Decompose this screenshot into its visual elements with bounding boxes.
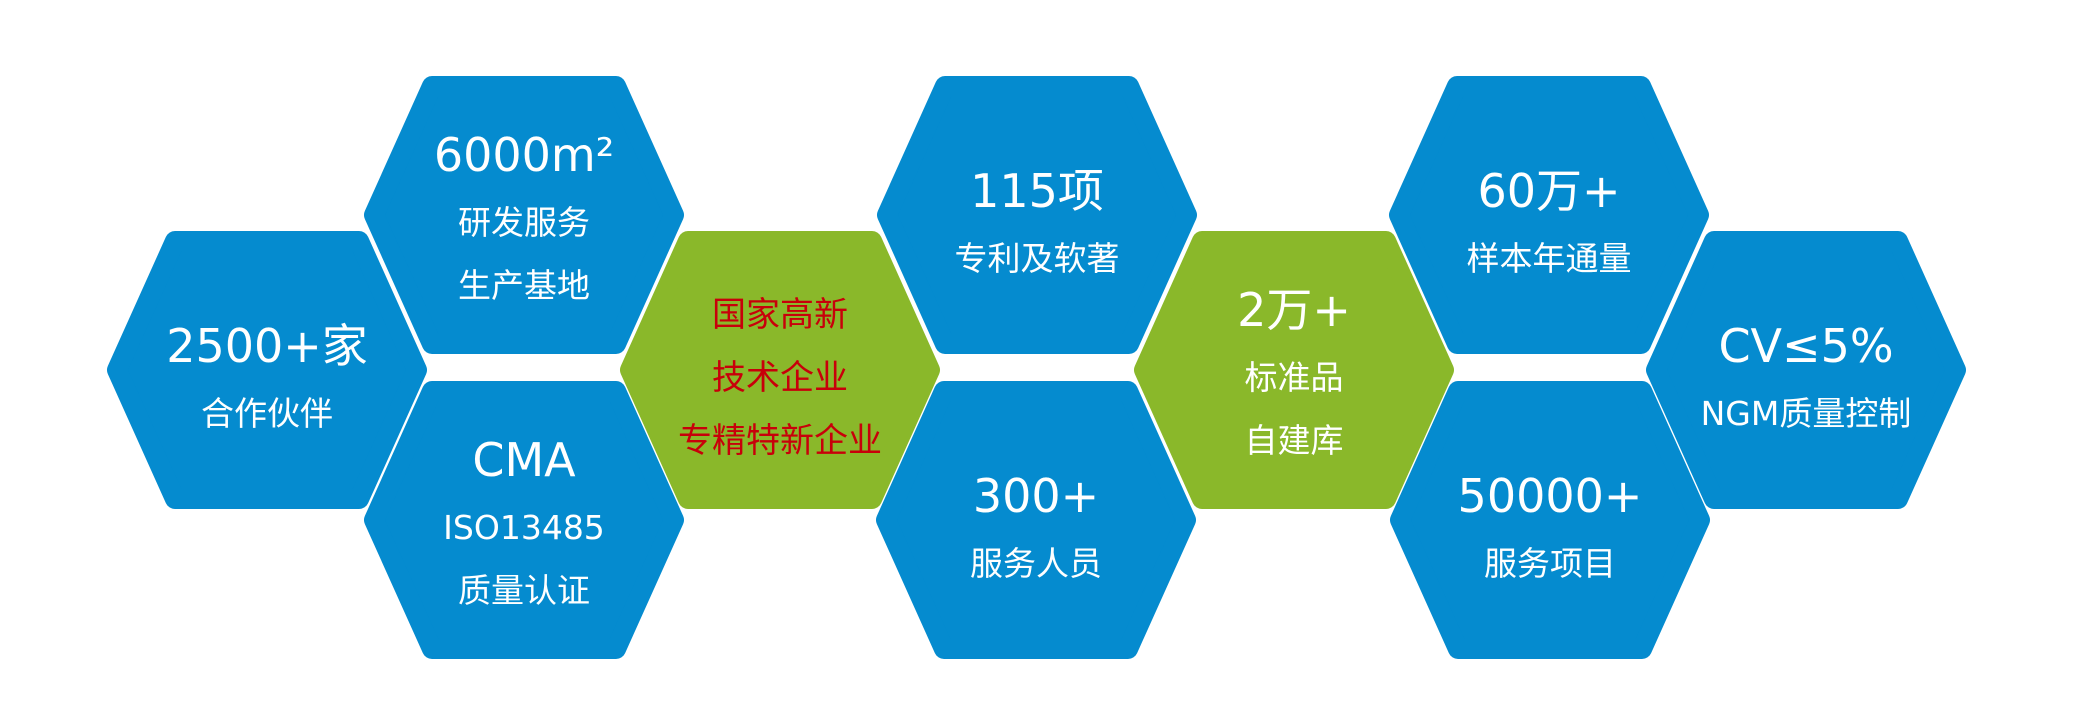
hexagon-label: 服务项目 (1484, 544, 1616, 583)
hexagon-staff: 300+ 服务人员 (876, 381, 1196, 659)
hexagon-value: CMA (472, 433, 576, 487)
hexagon-label: 专利及软著 (955, 239, 1120, 278)
hexagon-value: 50000+ (1458, 469, 1643, 523)
hexagon-label: 研发服务 (458, 203, 590, 242)
hexagon-shape (1646, 231, 1966, 509)
hexagon-label: 质量认证 (458, 571, 590, 610)
hexagon-shape (107, 231, 427, 509)
hexagon-shape (1390, 381, 1710, 659)
hexagon-value: 300+ (973, 469, 1099, 523)
hexagon-sample-throughput: 60万+ 样本年通量 (1389, 76, 1709, 354)
hexagon-shape (620, 231, 940, 509)
hexagon-shape (364, 381, 684, 659)
hexagon-value: 2500+家 (166, 319, 368, 373)
hexagon-label: 技术企业 (712, 358, 848, 398)
hexagon-value: CV≤5% (1718, 319, 1893, 373)
hexagon-shape (364, 76, 684, 354)
hexagon-shape (1134, 231, 1454, 509)
hexagon-label: 服务人员 (970, 544, 1102, 583)
hexagon-quality-control: CV≤5% NGM质量控制 (1646, 231, 1966, 509)
hexagon-label: 合作伙伴 (201, 394, 333, 433)
hexagon-label: 生产基地 (458, 266, 590, 305)
hexagon-certification: CMA ISO13485 质量认证 (364, 381, 684, 659)
hexagon-label: NGM质量控制 (1701, 394, 1912, 433)
hexagon-value: 60万+ (1477, 164, 1620, 218)
hexagon-shape (876, 381, 1196, 659)
hexagon-shape (1389, 76, 1709, 354)
hexagon-shape (877, 76, 1197, 354)
hexagon-label: 样本年通量 (1467, 239, 1632, 278)
hexagon-service-items: 50000+ 服务项目 (1390, 381, 1710, 659)
hexagon-label: 国家高新 (712, 295, 848, 335)
hexagon-value: 6000m² (434, 128, 614, 182)
hexagon-value: 2万+ (1237, 283, 1351, 337)
hexagon-label: ISO13485 (443, 508, 605, 547)
hexagon-label: 标准品 (1245, 358, 1344, 397)
hexagon-value: 115项 (970, 164, 1104, 218)
hexagon-label: 自建库 (1245, 421, 1344, 460)
hexagon-label: 专精特新企业 (678, 421, 882, 461)
